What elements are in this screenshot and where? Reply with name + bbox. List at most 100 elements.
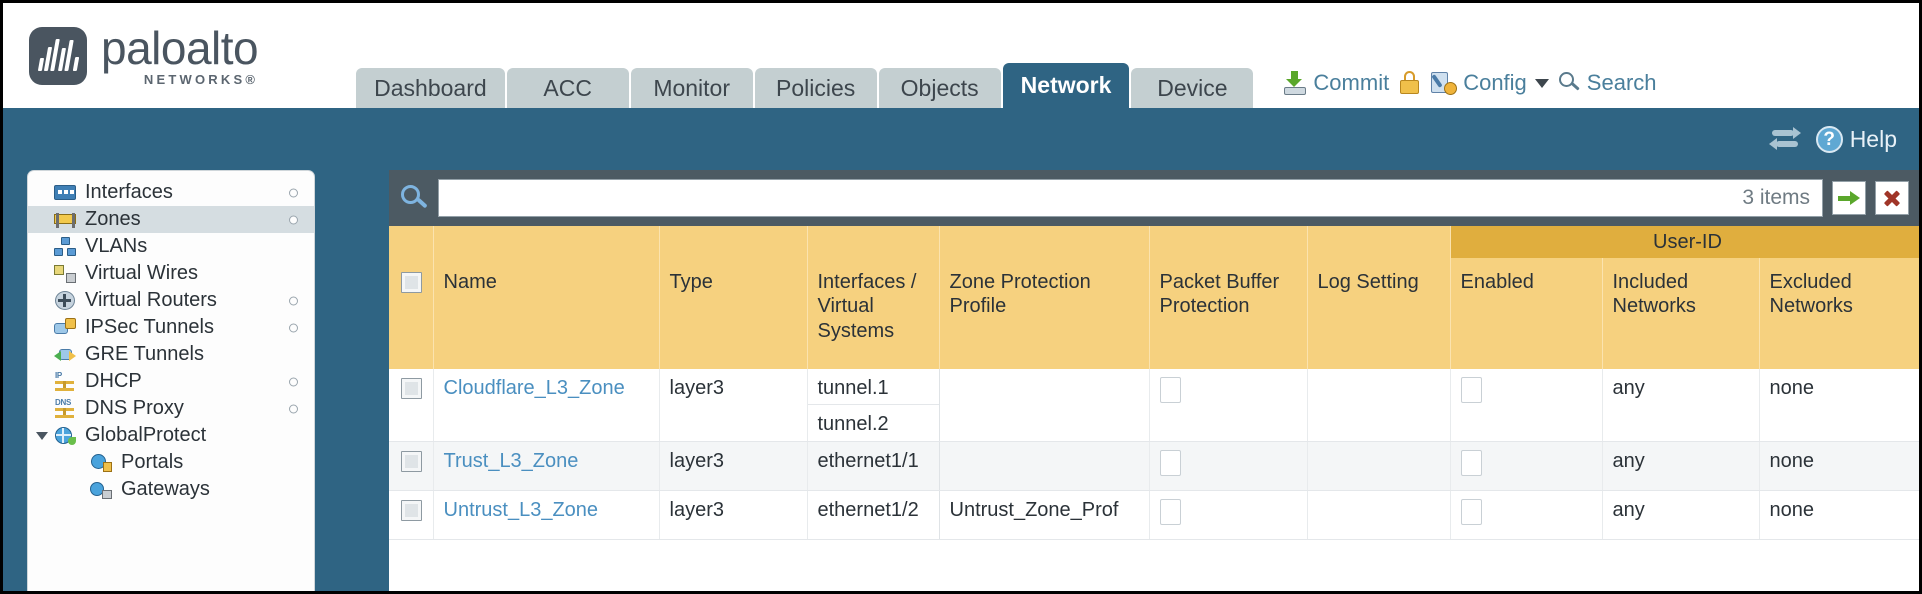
sidebar-item-vlans[interactable]: VLANs [28, 233, 314, 260]
tab-network[interactable]: Network [1002, 63, 1130, 108]
help-question-icon: ? [1815, 125, 1843, 153]
sub-header-bar: ? Help [3, 108, 1919, 170]
cell-excluded-networks: none [1759, 490, 1919, 541]
group-spacer [389, 226, 434, 258]
sidebar-item-ipsec-tunnels[interactable]: IPSec Tunnels [28, 314, 314, 341]
select-all-checkbox[interactable] [401, 272, 422, 294]
search-input[interactable] [451, 186, 1743, 210]
sidebar-status-dot [289, 215, 298, 224]
row-checkbox[interactable] [401, 378, 422, 400]
sidebar-item-gateways[interactable]: Gateways [28, 476, 314, 503]
config-lock-button[interactable] [1399, 71, 1421, 95]
sidebar-label-vlans: VLANs [85, 235, 148, 257]
zones-table-body: Cloudflare_L3_Zone layer3 tunnel.1 tunne… [389, 369, 1919, 541]
sidebar-label-virtual-routers: Virtual Routers [85, 289, 217, 311]
column-header-enabled[interactable]: Enabled [1450, 258, 1603, 370]
help-label: Help [1849, 125, 1897, 152]
sidebar-item-zones[interactable]: Zones [28, 206, 314, 233]
cell-interfaces: ethernet1/1 [807, 441, 940, 492]
column-header-name[interactable]: Name [433, 258, 660, 370]
packet-buffer-protection-checkbox[interactable] [1159, 499, 1181, 526]
sidebar-label-zones: Zones [85, 208, 141, 230]
tab-dashboard[interactable]: Dashboard [356, 68, 505, 108]
table-header-row: Name Type Interfaces / Virtual Systems Z… [389, 258, 1919, 370]
group-spacer [1149, 226, 1308, 258]
brand-name: paloalto [101, 22, 259, 74]
tab-policies[interactable]: Policies [754, 68, 877, 108]
cell-interfaces: tunnel.1 tunnel.2 [807, 369, 940, 443]
dns-proxy-icon: DNS [54, 399, 76, 418]
table-row[interactable]: Cloudflare_L3_Zone layer3 tunnel.1 tunne… [389, 369, 1919, 443]
user-id-enabled-checkbox[interactable] [1460, 450, 1482, 477]
sidebar-label-interfaces: Interfaces [85, 181, 173, 203]
column-header-packet-buffer-protection[interactable]: Packet Buffer Protection [1149, 258, 1308, 370]
table-row[interactable]: Trust_L3_Zone layer3 ethernet1/1 [389, 441, 1919, 492]
cell-included-networks: any [1602, 441, 1760, 492]
vlans-icon [54, 237, 76, 256]
interface-entry: ethernet1/2 [817, 499, 919, 522]
close-icon [1882, 188, 1902, 208]
portals-icon [90, 453, 112, 472]
arrow-right-icon [1838, 191, 1860, 205]
row-checkbox[interactable] [401, 500, 422, 522]
table-row[interactable]: Untrust_L3_Zone layer3 ethernet1/2 Untru… [389, 490, 1919, 541]
cell-enabled [1450, 441, 1603, 492]
sidebar-status-dot [289, 404, 298, 413]
cell-zone-protection-profile [939, 369, 1150, 443]
commit-button[interactable]: Commit [1283, 70, 1389, 96]
tab-objects[interactable]: Objects [878, 68, 1001, 108]
row-select-cell [389, 490, 434, 541]
help-button[interactable]: ? Help [1815, 125, 1897, 153]
cell-interfaces: ethernet1/2 [807, 490, 940, 541]
search-icon[interactable] [399, 183, 429, 213]
network-sidebar: Interfaces Zones VLANs Vir [27, 170, 315, 591]
search-field-wrap[interactable]: 3 items [438, 179, 1823, 217]
globalprotect-icon [54, 426, 76, 445]
cell-zone-protection-profile [939, 441, 1150, 492]
column-header-interfaces[interactable]: Interfaces / Virtual Systems [807, 258, 940, 370]
search-button[interactable]: Search [1558, 70, 1657, 96]
cell-included-networks: any [1602, 369, 1760, 443]
zone-name-link[interactable]: Untrust_L3_Zone [443, 499, 599, 522]
sidebar-item-gre-tunnels[interactable]: GRE Tunnels [28, 341, 314, 368]
column-header-type[interactable]: Type [659, 258, 808, 370]
sidebar-status-dot [289, 296, 298, 305]
sidebar-item-virtual-wires[interactable]: Virtual Wires [28, 260, 314, 287]
expand-triangle-icon[interactable] [36, 431, 48, 440]
zone-name-link[interactable]: Cloudflare_L3_Zone [443, 377, 625, 400]
row-checkbox[interactable] [401, 451, 422, 473]
zone-name-link[interactable]: Trust_L3_Zone [443, 450, 579, 473]
sidebar-item-dns-proxy[interactable]: DNS DNS Proxy [28, 395, 314, 422]
sidebar-label-virtual-wires: Virtual Wires [85, 262, 198, 284]
group-spacer [659, 226, 808, 258]
user-id-enabled-checkbox[interactable] [1460, 499, 1482, 526]
sidebar-item-virtual-routers[interactable]: Virtual Routers [28, 287, 314, 314]
virtual-routers-icon [54, 291, 76, 310]
sidebar-item-interfaces[interactable]: Interfaces [28, 179, 314, 206]
commit-tray-icon [1283, 71, 1307, 95]
row-select-cell [389, 441, 434, 492]
cell-type: layer3 [659, 441, 808, 492]
packet-buffer-protection-checkbox[interactable] [1159, 450, 1181, 477]
column-header-log-setting[interactable]: Log Setting [1307, 258, 1451, 370]
cell-name: Trust_L3_Zone [433, 441, 660, 492]
column-header-excluded-networks[interactable]: Excluded Networks [1759, 258, 1919, 370]
user-id-enabled-checkbox[interactable] [1460, 377, 1482, 404]
config-menu-button[interactable]: Config [1431, 70, 1549, 96]
sidebar-item-globalprotect[interactable]: GlobalProtect [28, 422, 314, 449]
column-header-zone-protection-profile[interactable]: Zone Protection Profile [939, 258, 1150, 370]
packet-buffer-protection-checkbox[interactable] [1159, 377, 1181, 404]
refresh-icon[interactable] [1768, 126, 1801, 152]
column-header-included-networks[interactable]: Included Networks [1602, 258, 1760, 370]
tab-acc[interactable]: ACC [506, 68, 629, 108]
apply-filter-button[interactable] [1832, 181, 1866, 215]
brand-wordmark: paloalto NETWORKS® [101, 22, 259, 86]
sidebar-item-dhcp[interactable]: IP DHCP [28, 368, 314, 395]
tab-device[interactable]: Device [1131, 68, 1254, 108]
clear-filter-button[interactable] [1875, 181, 1909, 215]
tab-monitor[interactable]: Monitor [630, 68, 753, 108]
padlock-icon [1399, 71, 1421, 95]
sidebar-item-portals[interactable]: Portals [28, 449, 314, 476]
row-select-cell [389, 369, 434, 443]
